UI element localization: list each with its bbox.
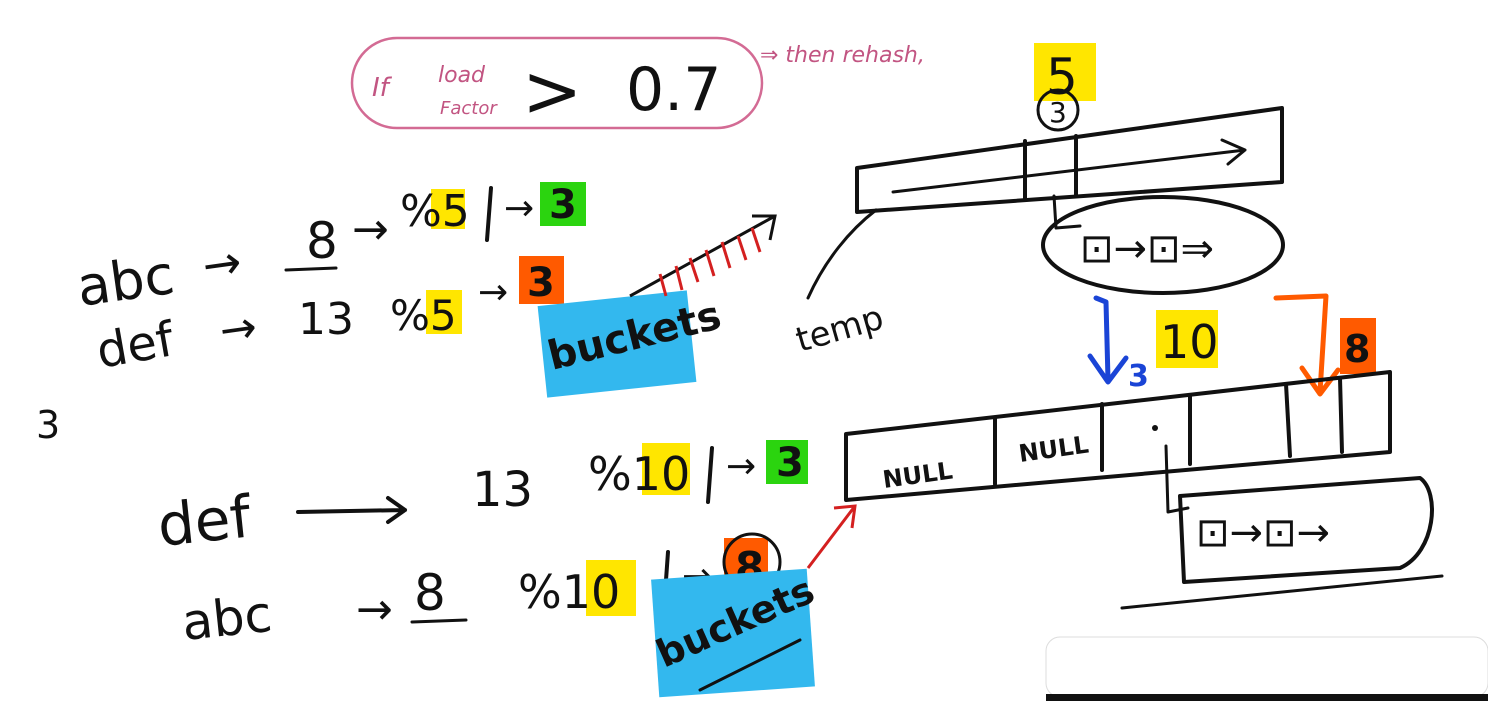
abc-key-10: abc [179,585,274,652]
bucket-3-new-highlight [766,440,808,484]
hash-capacity-5: abc → 8 → %5 → 3 def → 13 %5 → 3 buckets… [73,43,1285,398]
new-chain-underline [1120,574,1444,610]
temp-pointer-line [806,208,878,300]
abc-key-5: abc [73,243,178,319]
note-oval [350,36,764,130]
def-arrow-2: → [478,272,508,313]
bucket-3-orange-highlight [519,256,564,304]
def-bucket-10: 3 [776,440,804,486]
def-separator-10 [706,446,714,504]
abc-arrow-1: → [199,234,245,293]
capacity-10-label: 10 [1160,315,1219,369]
new-chain-box [1178,476,1434,584]
abc-hash-10-underline [410,618,468,624]
video-overlay-panel [1045,636,1488,698]
mod10-highlight-2 [586,560,636,616]
buckets-underline [698,638,802,692]
move-index-8-highlight [1340,318,1376,374]
abc-arrow-2: → [352,204,389,255]
def-arrow-10b: → [726,446,756,487]
move-index-3: 3 [1128,359,1149,394]
def-key-5: def [92,311,179,380]
mod10-highlight-1 [642,443,690,495]
abc-mod-5: %5 [400,186,470,237]
new-array [844,370,1392,502]
mod5-highlight-2 [426,290,462,334]
old-chain-oval [1041,195,1285,295]
load-factor-note: If load Factor > 0.7 ⇒ then rehash, [350,36,925,133]
buckets-arrow-strike [658,227,762,297]
note-factor: Factor [440,98,498,119]
buckets-label-highlight-1 [537,290,697,398]
abc-arrow-3: → [504,188,534,229]
abc-mod-10: %10 [518,565,620,619]
def-hash-5: 13 [298,294,354,345]
old-index-circle [1036,88,1080,132]
new-chain-link [1164,444,1190,514]
buckets-arrow-new [806,504,857,569]
old-array-scan-arrow [891,138,1247,194]
def-arrow-1: → [216,301,260,357]
temp-label: temp [791,298,888,361]
buckets-arrow-old [629,214,777,298]
def-bucket-5: 3 [527,260,555,306]
hash-capacity-10: def 13 %10 → 3 abc → 8 %10 → 8 buckets 1… [154,293,1444,698]
new-chain-nodes: ⊡→⊡→ [1196,510,1330,556]
bucket-3-green-highlight [540,182,586,226]
note-greater-than: > [522,49,582,133]
move-index-8: 8 [1344,327,1370,371]
note-threshold: 0.7 [626,55,721,125]
note-then-rehash: ⇒ then rehash, [760,43,925,68]
capacity-10-highlight [1156,310,1218,368]
abc-hash-underline [284,266,338,272]
stray-digit: 3 [36,403,60,447]
mod5-highlight-1 [431,189,465,229]
video-overlay-bar [1046,694,1488,701]
new-array-div-4 [1284,382,1292,458]
def-key-10: def [154,482,255,560]
def-arrow-10 [296,496,407,524]
old-index-label: 3 [1049,96,1067,129]
bucket-3-dot [1152,425,1158,431]
abc-hash-5: 8 [306,212,338,270]
new-array-div-5 [1338,376,1344,454]
null-cell-1: NULL [881,456,954,493]
old-chain-nodes: ⊡→⊡⇒ [1080,226,1214,272]
def-mod-5: %5 [390,291,457,340]
abc-separator [485,186,493,242]
old-array [855,106,1284,214]
abc-hash-10: 8 [414,564,446,622]
null-cell-2: NULL [1017,430,1090,467]
move-arrow-blue [1087,295,1129,385]
def-mod-10: %10 [588,447,690,501]
note-if: If [372,73,393,103]
abc-arrow-10: → [356,584,393,635]
buckets-label-highlight-2 [651,568,815,698]
abc-bucket-5: 3 [549,182,577,228]
note-load: load [438,63,486,88]
old-chain-link [1052,194,1082,230]
def-hash-10: 13 [472,462,533,518]
